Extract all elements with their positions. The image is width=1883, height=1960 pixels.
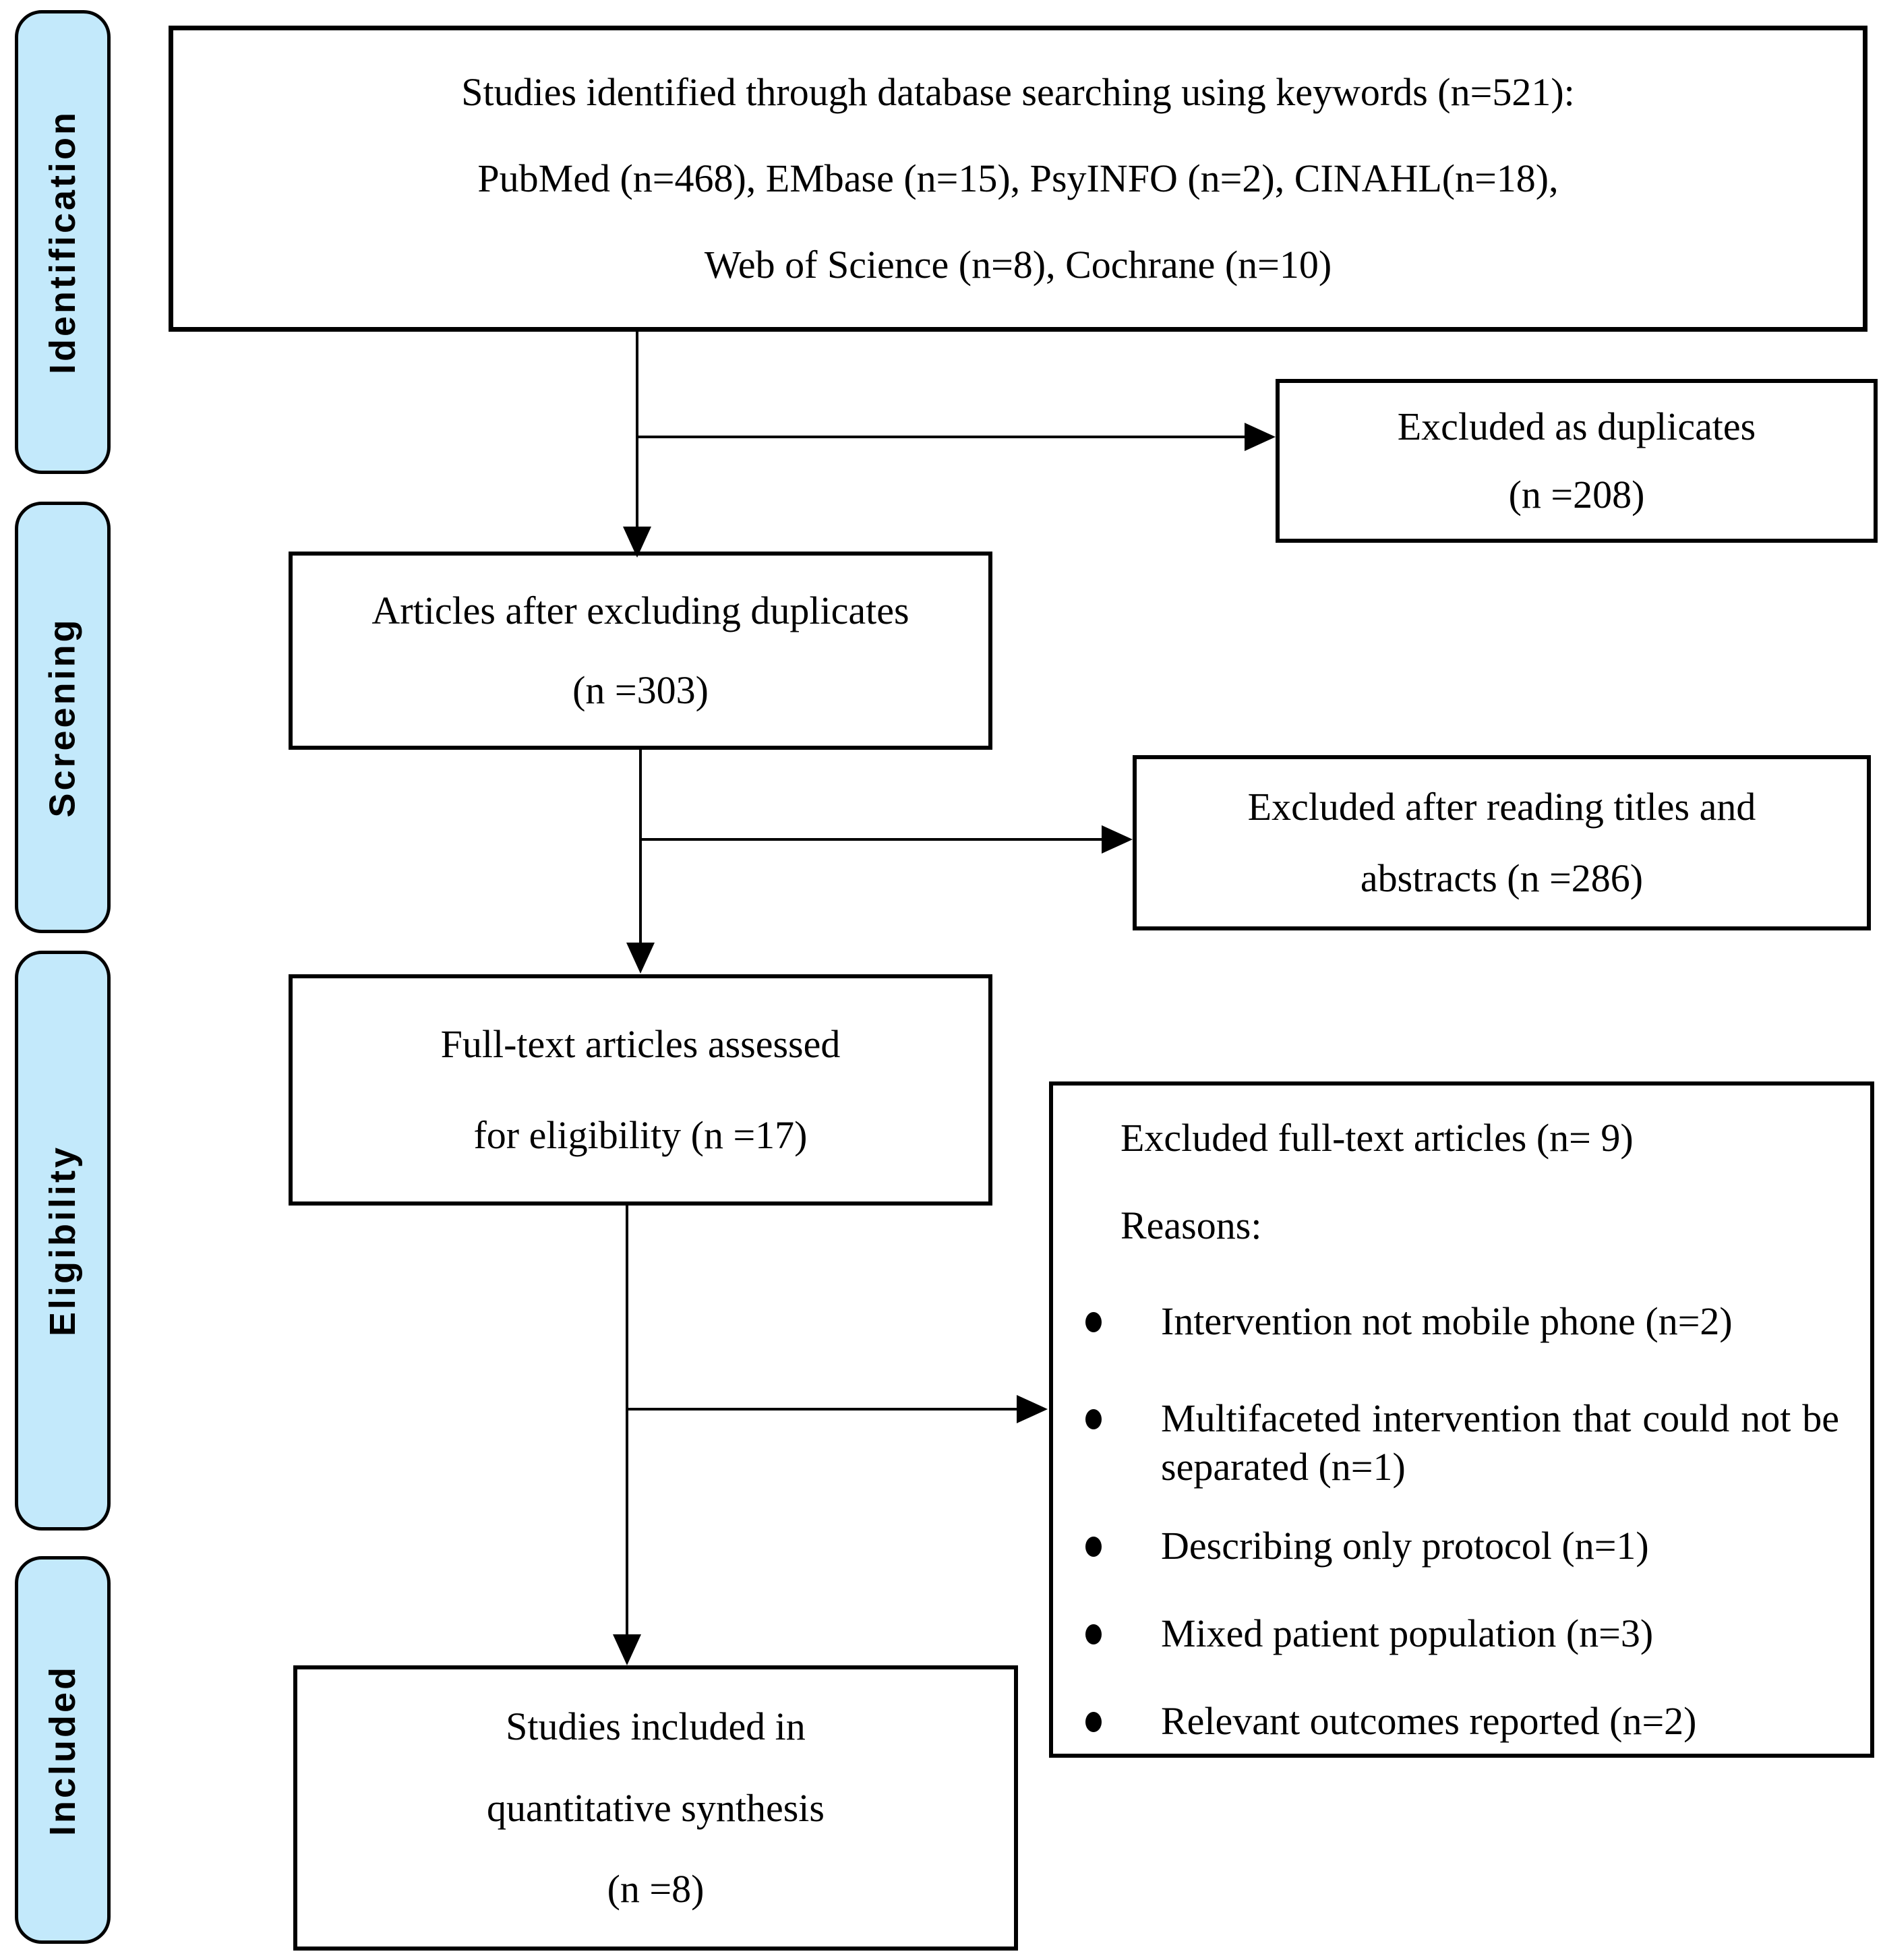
excluded-duplicates-line-1: Excluded as duplicates	[1397, 405, 1756, 448]
bullet-icon	[1085, 1712, 1102, 1732]
arrowhead-right-icon	[1102, 825, 1133, 854]
fulltext-assessed-line-2: for eligibility (n =17)	[473, 1112, 808, 1157]
included-synthesis-line-2: quantitative synthesis	[487, 1785, 825, 1830]
excluded-duplicates-line-2: (n =208)	[1508, 473, 1645, 516]
arrowhead-right-icon	[1017, 1395, 1048, 1423]
stage-identification-label: Identification	[42, 110, 83, 374]
excluded-fulltext-reasons-label: Reasons:	[1120, 1204, 1262, 1247]
stage-eligibility: Eligibility	[15, 951, 111, 1531]
fulltext-assessed-line-1: Full-text articles assessed	[440, 1022, 841, 1067]
stage-screening-label: Screening	[42, 617, 83, 818]
bullet-icon	[1085, 1312, 1102, 1332]
arrowhead-down-icon	[626, 943, 655, 974]
reason-item: Mixed patient population (n=3)	[1053, 1609, 1839, 1658]
reason-item: Intervention not mobile phone (n=2)	[1053, 1297, 1839, 1346]
included-synthesis-line-1: Studies included in	[506, 1704, 806, 1748]
arrowhead-down-icon	[623, 527, 651, 558]
studies-identified-line-2: PubMed (n=468), EMbase (n=15), PsyINFO (…	[477, 156, 1559, 200]
stage-eligibility-label: Eligibility	[42, 1144, 83, 1337]
box-excluded-titles-abstracts: Excluded after reading titles and abstra…	[1133, 755, 1871, 930]
studies-identified-line-1: Studies identified through database sear…	[461, 70, 1575, 114]
arrow-line-to-excluded-duplicates	[637, 436, 1246, 438]
bullet-icon	[1085, 1409, 1102, 1429]
reason-text: Relevant outcomes reported (n=2)	[1161, 1699, 1697, 1743]
reason-text: Multifaceted intervention that could not…	[1161, 1396, 1839, 1489]
reason-text: Mixed patient population (n=3)	[1161, 1611, 1654, 1655]
arrow-line-identified-to-screening	[636, 332, 638, 529]
excluded-titles-line-2: abstracts (n =286)	[1360, 856, 1644, 901]
arrowhead-right-icon	[1245, 423, 1276, 451]
box-studies-identified: Studies identified through database sear…	[169, 26, 1867, 332]
bullet-icon	[1085, 1537, 1102, 1557]
reason-item: Multifaceted intervention that could not…	[1053, 1394, 1839, 1491]
arrow-line-to-excluded-titles	[640, 838, 1103, 841]
studies-identified-line-3: Web of Science (n=8), Cochrane (n=10)	[704, 243, 1332, 287]
arrow-line-to-excluded-fulltext	[627, 1408, 1018, 1410]
reason-item: Relevant outcomes reported (n=2)	[1053, 1697, 1839, 1746]
box-after-duplicates: Articles after excluding duplicates (n =…	[289, 552, 992, 750]
after-duplicates-line-2: (n =303)	[572, 668, 709, 712]
reason-item: Describing only protocol (n=1)	[1053, 1522, 1839, 1570]
after-duplicates-line-1: Articles after excluding duplicates	[371, 589, 909, 632]
stage-included-label: Included	[42, 1664, 84, 1836]
excluded-titles-line-1: Excluded after reading titles and	[1247, 784, 1756, 829]
box-included-synthesis: Studies included in quantitative synthes…	[293, 1665, 1018, 1951]
included-synthesis-line-3: (n =8)	[607, 1867, 705, 1911]
stage-identification: Identification	[15, 10, 111, 474]
box-excluded-duplicates: Excluded as duplicates (n =208)	[1276, 379, 1878, 543]
reason-text: Intervention not mobile phone (n=2)	[1161, 1299, 1733, 1343]
arrow-line-screening-to-eligibility	[639, 750, 642, 944]
box-excluded-fulltext: Excluded full-text articles (n= 9) Reaso…	[1049, 1081, 1874, 1758]
arrow-line-eligibility-to-included	[626, 1206, 628, 1637]
stage-included: Included	[15, 1556, 111, 1944]
arrowhead-down-icon	[613, 1634, 641, 1665]
bullet-icon	[1085, 1624, 1102, 1644]
excluded-fulltext-title: Excluded full-text articles (n= 9)	[1120, 1116, 1634, 1160]
box-fulltext-assessed: Full-text articles assessed for eligibil…	[289, 974, 992, 1206]
reason-text: Describing only protocol (n=1)	[1161, 1524, 1649, 1568]
stage-screening: Screening	[15, 502, 111, 933]
